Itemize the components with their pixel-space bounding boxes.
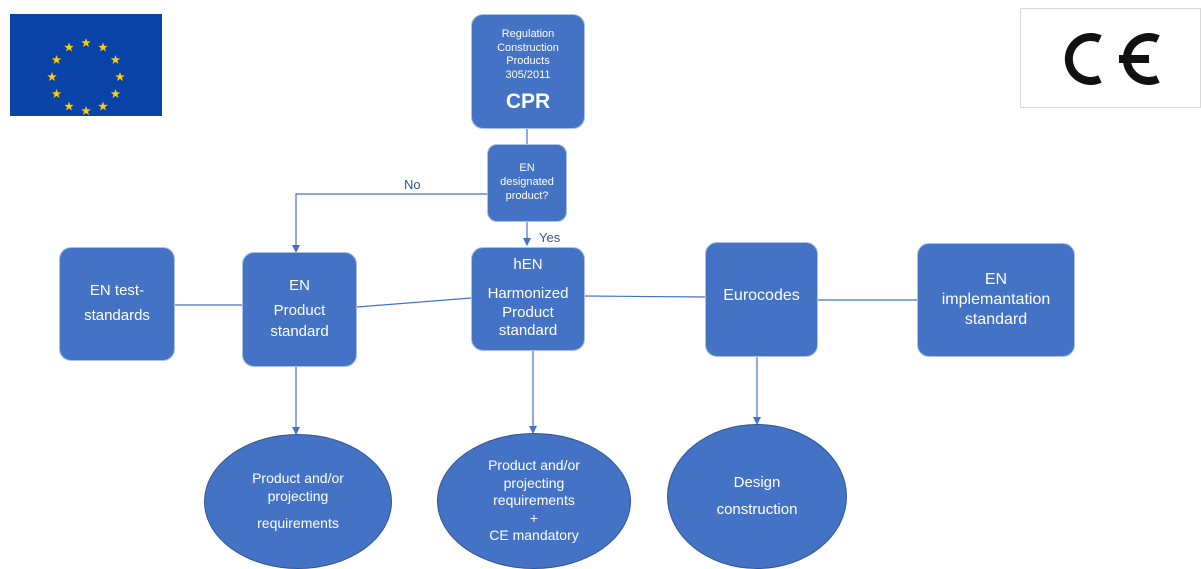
ce-mark-icon [1020, 8, 1201, 108]
cpr-line: Regulation [501, 27, 555, 40]
requirements-ellipse: Product and/or projecting requirements [204, 434, 392, 569]
node-line: Product and/or [488, 457, 580, 474]
question-line: EN [519, 162, 535, 175]
requirements-ce-mandatory-ellipse: Product and/or projecting requirements +… [437, 433, 631, 569]
hen-harmonized-standard-box: hEN Harmonized Product standard [471, 247, 585, 351]
node-line: CE mandatory [489, 527, 579, 544]
node-line: Product and/or [252, 470, 344, 487]
en-designated-question-box: EN designated product? [487, 144, 567, 222]
line-hen-to-eurocodes [584, 295, 706, 298]
node-line: standard [270, 322, 329, 340]
eu-flag-icon [10, 14, 162, 116]
en-test-standards-box: EN test- standards [59, 247, 175, 361]
en-implementation-standard-box: EN implemantation standard [917, 243, 1075, 357]
cpr-line: Products [506, 55, 550, 68]
node-line: construction [716, 500, 798, 518]
node-line: hEN [513, 256, 543, 273]
question-line: designated [500, 176, 554, 189]
arrow-no-to-en-product [292, 193, 487, 253]
node-line: Product [502, 303, 554, 321]
eurocodes-box: Eurocodes [705, 242, 818, 357]
design-construction-ellipse: Design construction [667, 424, 847, 569]
node-line: EN test- [89, 282, 145, 300]
node-line: EN [289, 277, 310, 295]
node-line: + [529, 509, 539, 526]
cpr-box: Regulation Construction Products 305/201… [471, 14, 585, 129]
node-line: standard [498, 322, 558, 340]
cpr-title: CPR [505, 89, 551, 113]
node-line: Eurocodes [723, 286, 800, 304]
node-line: implemantation [941, 291, 1051, 308]
node-line: standards [84, 307, 150, 324]
node-line: requirements [257, 515, 339, 532]
node-line: projecting [503, 474, 565, 491]
no-label: No [404, 177, 421, 192]
node-line: EN [984, 271, 1008, 288]
node-line: Harmonized [487, 284, 569, 302]
node-line: projecting [267, 487, 329, 504]
cpr-line: Construction [497, 41, 559, 54]
yes-label: Yes [539, 230, 561, 245]
node-line: Product [273, 302, 326, 320]
cpr-line: 305/2011 [505, 69, 551, 82]
node-line: Design [733, 473, 781, 491]
en-product-standard-box: EN Product standard [242, 252, 357, 367]
node-line: standard [964, 311, 1028, 328]
node-line: requirements [493, 492, 575, 509]
question-line: product? [505, 189, 549, 202]
line-product-to-hen [356, 297, 472, 308]
